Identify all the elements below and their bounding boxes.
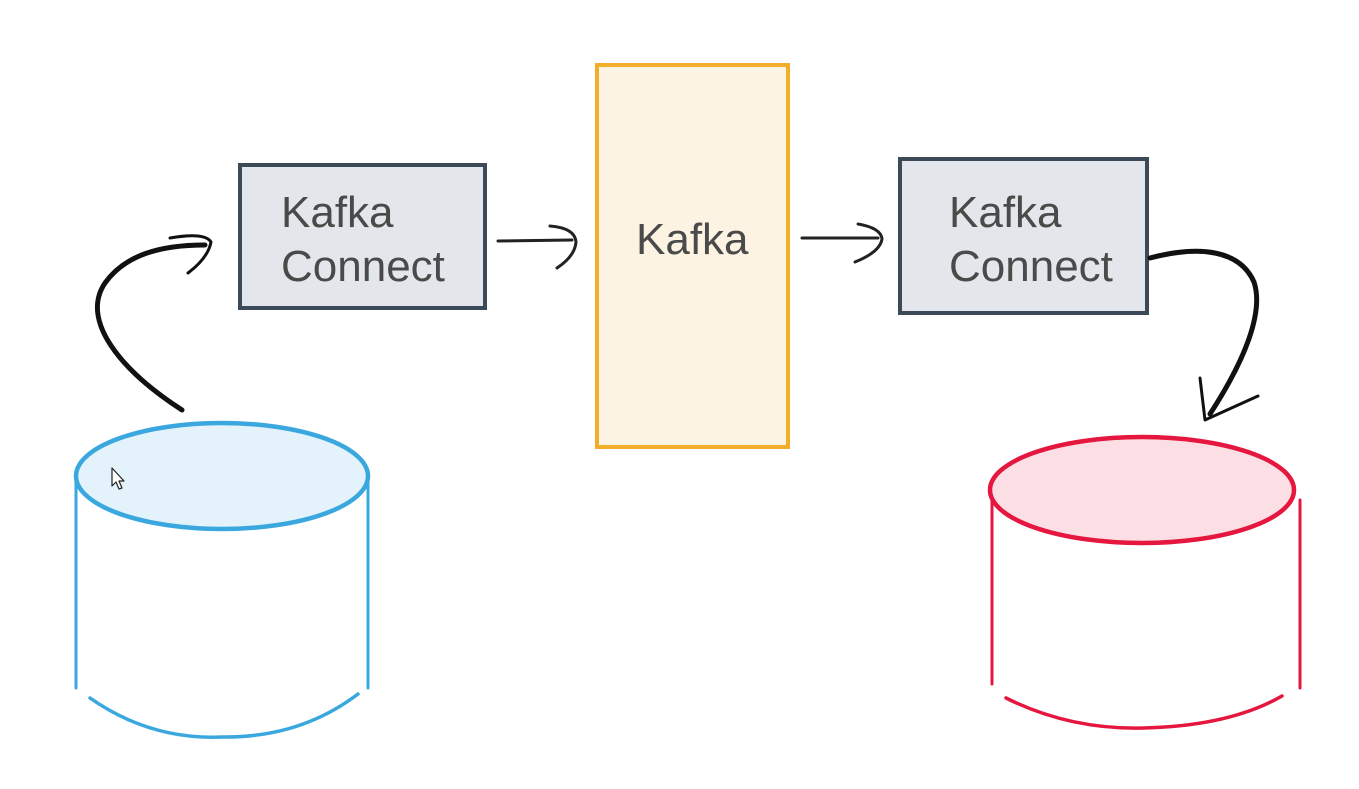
- kafka-broker-node: Kafka: [595, 63, 790, 449]
- arrow-connect-to-kafka: [496, 224, 578, 270]
- sink-connect-box: [898, 157, 1149, 315]
- source-database: [73, 420, 371, 739]
- arrow-source-db-to-connect-head: [168, 234, 213, 275]
- kafka-broker-box: [595, 63, 790, 449]
- source-connect-node: Kafka Connect: [238, 163, 487, 310]
- arrow-source-db-to-connect: [94, 234, 213, 413]
- sink-connect-label-line2: Connect: [949, 242, 1113, 291]
- arrow-connect-to-sink-db: [1147, 248, 1260, 422]
- arrow-source-db-to-connect-shaft: [94, 242, 208, 413]
- source-connect-label-line2: Connect: [281, 242, 445, 291]
- arrow-kafka-to-connect-head: [853, 222, 884, 264]
- arrow-connect-to-kafka-head: [548, 224, 578, 270]
- arrow-kafka-to-connect: [800, 222, 884, 264]
- sink-db-body: [990, 488, 1302, 690]
- sink-db-bottom: [1004, 694, 1284, 730]
- source-db-bottom: [88, 692, 360, 739]
- kafka-broker-label: Kafka: [636, 215, 749, 264]
- sink-connect-label-line1: Kafka: [949, 188, 1062, 237]
- source-connect-box: [238, 163, 487, 310]
- arrow-connect-to-kafka-shaft: [496, 238, 574, 243]
- arrow-connect-to-sink-db-shaft: [1147, 248, 1260, 417]
- arrow-connect-to-sink-db-head: [1198, 376, 1260, 422]
- source-db-top: [73, 420, 371, 532]
- source-db-body: [74, 476, 370, 690]
- source-connect-label-line1: Kafka: [281, 188, 394, 237]
- sink-database: [987, 434, 1302, 730]
- pointer-cursor-icon: [111, 467, 125, 490]
- sink-db-top: [987, 434, 1297, 546]
- sink-connect-node: Kafka Connect: [898, 157, 1149, 315]
